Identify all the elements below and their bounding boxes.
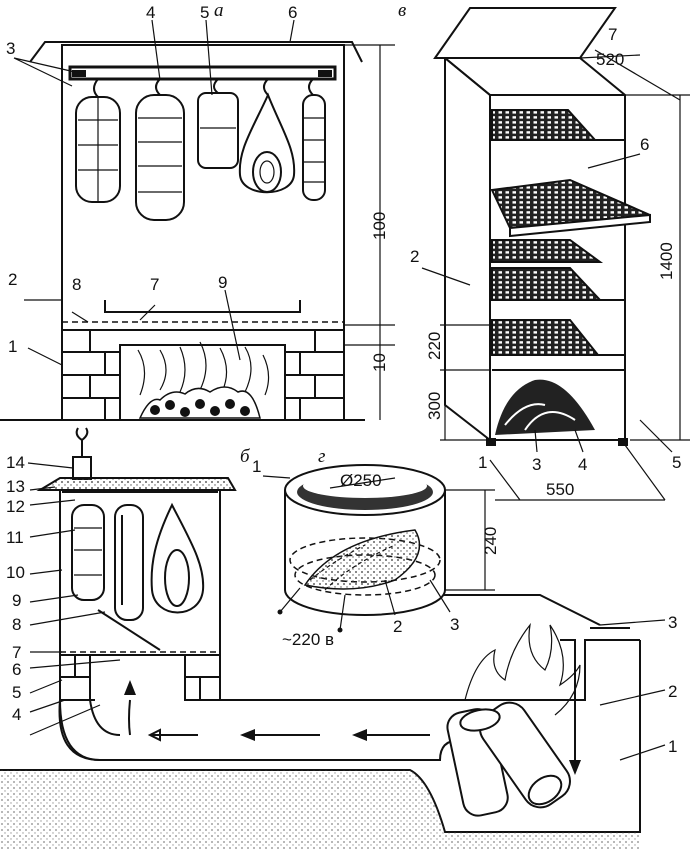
sausages	[75, 78, 326, 221]
label-v-6: 6	[640, 135, 649, 154]
dim-diameter: Ø250	[340, 471, 382, 490]
label-a-9: 9	[218, 273, 227, 292]
panel-letter-v: в	[398, 0, 406, 21]
dimension-lines	[345, 44, 395, 420]
channel-top	[430, 594, 601, 626]
chimney-thermometer	[72, 456, 92, 480]
label-g-2: 2	[393, 617, 402, 636]
grate-tray	[104, 300, 301, 313]
dim-shelf-220: 220	[425, 332, 444, 360]
dim-gap-10: 10	[370, 353, 389, 372]
label-fire-3: 3	[668, 613, 677, 632]
shelves	[490, 109, 651, 371]
label-g-3: 3	[450, 615, 459, 634]
label-a-8: 8	[72, 275, 81, 294]
label-a-4: 4	[146, 3, 155, 22]
label-fire-2: 2	[668, 682, 677, 701]
panel-letter-b: б	[240, 446, 251, 467]
label-a-6: 6	[288, 3, 297, 22]
panel-g-electric-smoker: г 1 Ø250 240 ~220 в 2 3	[252, 446, 500, 649]
label-b-5: 5	[12, 683, 21, 702]
label-b-4: 4	[12, 705, 21, 724]
label-b-14: 14	[6, 453, 25, 472]
label-v-7: 7	[608, 25, 617, 44]
panel-letter-g: г	[318, 446, 325, 467]
dim-height-1400: 1400	[657, 242, 676, 280]
brick-firebox	[61, 329, 345, 421]
label-g-1: 1	[252, 457, 261, 476]
panel-letter-a: а	[214, 0, 224, 21]
dim-depth-520: 520	[596, 50, 624, 69]
burning-logs	[446, 622, 581, 817]
label-a-2: 2	[8, 270, 17, 289]
label-b-12: 12	[6, 497, 25, 516]
label-v-4: 4	[578, 455, 587, 474]
heating-fuel	[495, 379, 595, 435]
label-v-2: 2	[410, 247, 419, 266]
panel-b-smokehouse: б	[0, 427, 677, 850]
label-fire-1: 1	[668, 737, 677, 756]
dim-height-100: 100	[370, 212, 389, 240]
label-a-3: 3	[6, 39, 15, 58]
label-b-10: 10	[6, 563, 25, 582]
label-b-8: 8	[12, 615, 21, 634]
roof-cover	[29, 41, 363, 63]
label-b-11: 11	[6, 528, 24, 547]
heating-element	[303, 529, 421, 590]
label-v-3: 3	[532, 455, 541, 474]
label-a-1: 1	[8, 337, 17, 356]
label-b-9: 9	[12, 591, 21, 610]
panel-v-cabinet: в 7 520 6 2 1400 220 300 1 3 4	[398, 0, 690, 501]
smoke-channel-upper	[185, 639, 640, 701]
label-v-1: 1	[478, 453, 487, 472]
ground	[0, 770, 640, 850]
label-a-7: 7	[150, 275, 159, 294]
dim-height-240: 240	[481, 527, 500, 555]
panel-a-smokehouse: а	[0, 0, 395, 421]
dim-width-550: 550	[546, 480, 574, 499]
dim-base-300: 300	[425, 392, 444, 420]
cabinet-lid	[433, 7, 617, 59]
smoke-channel-lower	[58, 699, 461, 761]
label-b-7: 7	[12, 643, 21, 662]
label-b-13: 13	[6, 477, 25, 496]
label-b-6: 6	[12, 660, 21, 679]
label-a-5: 5	[200, 3, 209, 22]
roof-lid	[36, 477, 237, 491]
voltage-label: ~220 в	[282, 630, 334, 649]
hanging-rail	[68, 65, 337, 81]
flow-arrows	[124, 639, 581, 775]
label-v-5: 5	[672, 453, 681, 472]
